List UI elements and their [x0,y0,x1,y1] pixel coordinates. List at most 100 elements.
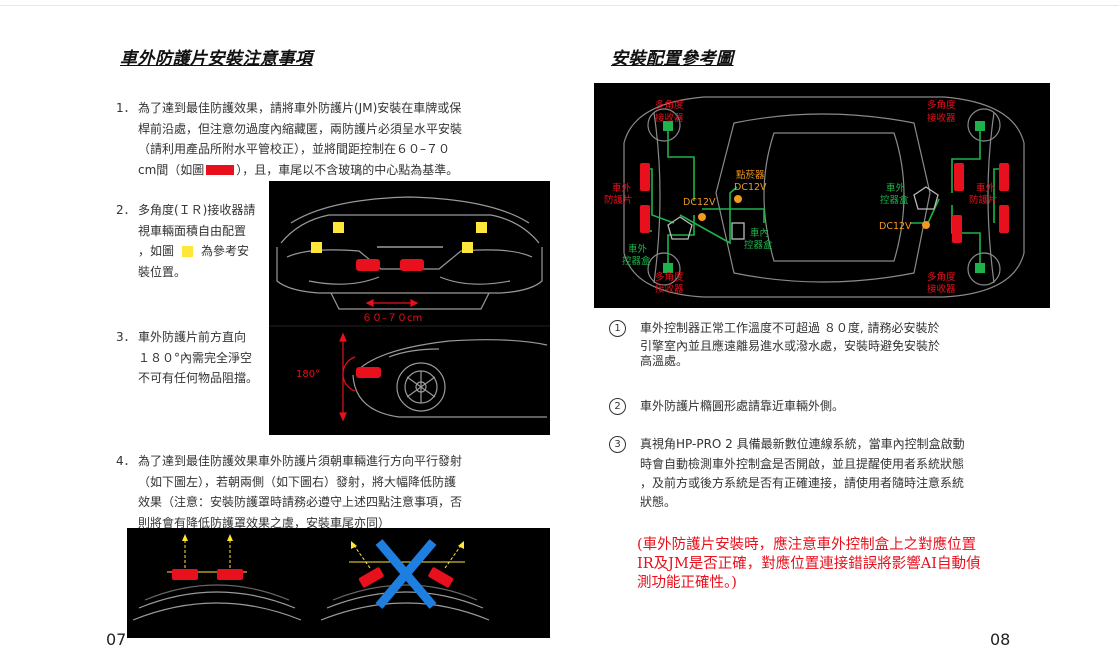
note-1-line-1: 車外控制器正常工作溫度不可超過 ８０度, 請務必安裝於 [640,321,940,335]
note-2-number: 2 [609,398,626,415]
correct-guard-left [172,569,198,580]
receiver-front-right [975,121,985,131]
note-1-line-3: 高溫處。 [640,353,689,368]
note-2-line-1: 車外防護片橢圓形處請靠近車輛外側。 [640,399,845,413]
red-warning-note: (車外防護片安裝時，應注意車外控制盒上之對應位置 IR及JM是否正確，對應位置連… [637,536,981,593]
note-3: 3 真視角HP-PRO 2 具備最新數位連線系統，當車內控制盒啟動 時會自動檢測車… [609,434,965,512]
red-note-line-1: (車外防護片安裝時，應注意車外控制盒上之對應位置 [637,537,977,553]
guard-marker-right [400,259,424,271]
note-1-number: 1 [609,320,626,337]
note-3-line-4: 狀態。 [640,494,677,509]
note-2: 2 車外防護片橢圓形處請靠近車輛外側。 [609,396,844,417]
item-1-number: 1． [116,101,136,115]
label-receiver-rr-2: 接收器 [927,283,956,295]
label-inner-control-1: 車內 [750,227,769,239]
item-4-number: 4． [116,454,136,468]
item-2-line-1: 多角度(ＩＲ)接收器請 [138,203,256,217]
label-lighter-1: 點菸器 [736,169,765,181]
label-control-left-1: 車外 [628,243,648,255]
red-note-line-2: IR及JM是否正確，對應位置連接錯誤將影響AI自動偵 [637,556,981,572]
receiver-marker-2 [476,222,487,233]
lighter-dot [734,195,742,203]
note-3-number: 3 [609,436,626,453]
top-rule [0,5,1119,6]
receiver-marker-3 [311,242,322,253]
label-guard-left-2: 防護片 [604,194,633,206]
item-3-line-3: 不可有任何物品阻擋。 [138,371,259,385]
item-2-line-2: 視車輛面積自由配置 [138,223,247,238]
label-lighter-2: DC12V [734,182,767,193]
red-guard-swatch-icon [206,165,235,175]
item-2-line-4: 裝位置。 [138,264,187,279]
dc12v-dot-left [698,213,706,221]
item-1-line-2: 桿前沿處，但注意勿過度內縮藏匿，兩防護片必須呈水平安裝 [138,121,463,136]
wiring-diagram: 多角度 接收器 多角度 接收器 多角度 接收器 多角度 接收器 車外 防護片 車… [594,83,1050,308]
left-page-number: 07 [106,630,127,649]
label-receiver-rr-1: 多角度 [927,271,956,283]
wrong-cross-icon [375,539,437,609]
guard-left-rear [640,205,650,233]
label-receiver-rl-2: 接收器 [655,283,684,295]
note-3-line-1: 真視角HP-PRO 2 具備最新數位連線系統，當車內控制盒啟動 [640,437,965,451]
item-1-line-1: 為了達到最佳防護效果，請將車外防護片(JM)安裝在車牌或保 [138,101,462,115]
receiver-rear-right [975,263,985,273]
left-page-title: 車外防護片安裝注意事項 [120,49,313,69]
label-control-left-2: 控器盒 [622,255,651,267]
wrong-guard-right [428,567,454,588]
label-guard-right-2: 防護片 [969,194,998,206]
dc12v-dot-right [922,221,930,229]
note-1-line-2: 引擎室內並且應遠離易進水或潑水處，安裝時避免安裝於 [640,338,941,353]
side-guard-marker [356,367,381,378]
item-2: 2．多角度(ＩＲ)接收器請 視車輛面積自由配置 ，如圖 為參考安 裝位置。 [116,200,255,282]
wiring-svg: 多角度 接收器 多角度 接收器 多角度 接收器 多角度 接收器 車外 防護片 車… [604,96,1025,298]
receiver-front-left [663,121,673,131]
label-control-right-2: 控器盒 [880,194,909,206]
rear-car-svg: ６０–７０cm 180° [269,196,550,422]
angle-label: 180° [296,369,320,380]
item-1: 1．為了達到最佳防護效果，請將車外防護片(JM)安裝在車牌或保 桿前沿處，但注意… [116,98,462,180]
label-receiver-rl-1: 多角度 [655,271,684,283]
label-inner-control-2: 控器盒 [744,239,773,251]
item-3-line-1: 車外防護片前方直向 [138,330,247,344]
spacing-label: ６０–７０cm [362,313,422,324]
note-3-line-3: ，及前方或後方系統是否有正確連接，請使用者隨時注意系統 [640,475,965,490]
label-dc12v-right: DC12V [879,221,912,232]
outer-control-box-left [667,216,693,240]
correct-guard-right [217,569,243,580]
item-1-line-4a: cm間（如圖 [138,162,205,177]
receiver-rear-left [663,263,673,273]
red-note-line-3: 測功能正確性。) [637,575,737,591]
guard-right-inner-2 [952,215,962,243]
yellow-receiver-swatch-icon [182,246,194,257]
right-page-number: 08 [990,630,1011,649]
guard-marker-left [356,259,380,271]
guard-left-front [640,163,650,191]
label-receiver-fr-2: 接收器 [927,112,956,124]
label-receiver-fl-1: 多角度 [655,99,684,111]
wrong-guard-left [358,567,384,588]
label-receiver-fr-1: 多角度 [927,99,956,111]
note-1: 1 車外控制器正常工作溫度不可超過 ８０度, 請務必安裝於 引擎室內並且應遠離易進… [609,318,940,369]
right-page-title: 安裝配置參考圖 [611,49,734,69]
label-receiver-fl-2: 接收器 [655,112,684,124]
guard-right-front [999,163,1009,191]
item-1-line-4b: ），且，車尾以不含玻璃的中心點為基準。 [236,162,459,177]
item-2-number: 2． [116,203,136,217]
note-3-line-2: 時會自動檢測車外控制盒是否開啟，並且提醒使用者系統狀態 [640,456,965,471]
guard-right-rear [999,205,1009,233]
item-4-line-2: （如下圖左），若朝兩側（如下圖右）發射，將大幅降低防護 [138,474,457,489]
item-2-line-3a: ，如圖 [138,244,175,258]
direction-svg [132,534,490,621]
label-guard-left-1: 車外 [612,182,632,194]
label-control-right-1: 車外 [886,182,906,194]
item-2-line-3b: 為參考安 [201,244,250,258]
direction-figure [127,528,550,638]
label-guard-right-1: 車外 [976,182,996,194]
receiver-marker-1 [333,222,344,233]
item-3-number: 3． [116,330,136,344]
item-4: 4．為了達到最佳防護效果車外防護片須朝車輛進行方向平行發射 （如下圖左），若朝兩… [116,451,462,533]
item-4-line-1: 為了達到最佳防護效果車外防護片須朝車輛進行方向平行發射 [138,454,463,468]
item-4-line-4: 則將會有降低防護罩效果之虞，安裝車尾亦同） [138,515,391,530]
item-1-line-3: （請利用產品所附水平管校正），並將間距控制在６０–７０ [138,142,451,156]
outer-control-box-right [913,186,939,210]
